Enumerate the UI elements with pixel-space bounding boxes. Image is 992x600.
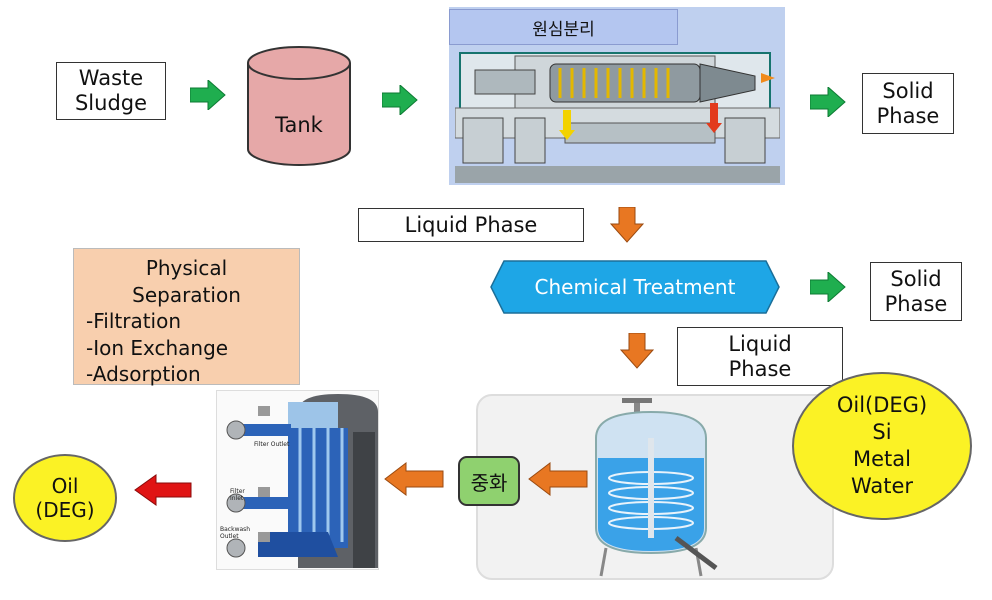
- green-arrow-2: [382, 85, 418, 115]
- orange-down-arrow-2: [620, 333, 654, 369]
- green-arrow-1: [190, 80, 226, 110]
- reactor-vessel-image: [595, 398, 718, 577]
- centrifuge-image: [455, 52, 780, 183]
- oil-output-circle: Oil (DEG): [13, 454, 117, 542]
- centrifuge-title: 원심분리: [449, 9, 678, 45]
- physical-separation-title: Physical Separation: [132, 256, 241, 307]
- filter-outlet-label: Filter Outlet: [254, 441, 290, 448]
- green-arrow-3: [810, 87, 846, 117]
- solid-phase-box-2: Solid Phase: [870, 262, 962, 321]
- chemical-treatment-shape: [490, 260, 780, 314]
- neutralization-box: 중화: [458, 456, 520, 506]
- filter-inlet-label: Filter Inlet: [230, 488, 245, 502]
- liquid-contents-circle: Oil(DEG) Si Metal Water: [792, 372, 972, 520]
- tank-label: Tank: [275, 113, 323, 137]
- waste-sludge-box: Waste Sludge: [56, 62, 166, 120]
- solid-phase-box-1: Solid Phase: [862, 73, 954, 134]
- chemical-treatment-label: Chemical Treatment: [534, 275, 736, 299]
- liquid-phase-box-1: Liquid Phase: [358, 208, 584, 242]
- physical-separation-item-2: -Ion Exchange: [86, 335, 229, 360]
- physical-separation-item-1: -Filtration: [86, 309, 182, 333]
- red-left-arrow: [134, 474, 192, 506]
- backwash-outlet-label: Backwash Outlet: [220, 526, 251, 540]
- physical-separation-box: Physical Separation -Filtration -Ion Exc…: [73, 248, 300, 386]
- orange-left-arrow-2: [384, 462, 444, 496]
- liquid-phase-box-2: Liquid Phase: [677, 327, 843, 386]
- physical-separation-item-3: -Adsorption: [86, 362, 201, 386]
- tank-cylinder: [247, 46, 351, 166]
- orange-left-arrow-1: [528, 462, 588, 496]
- orange-down-arrow-1: [610, 207, 644, 243]
- filter-column-image: [226, 394, 378, 568]
- green-arrow-4: [810, 272, 846, 302]
